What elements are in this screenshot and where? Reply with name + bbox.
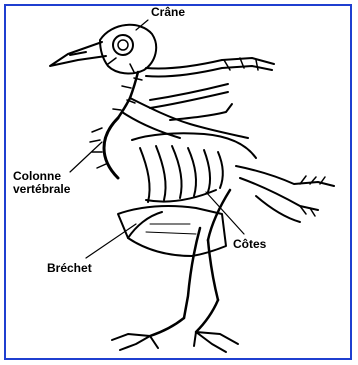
skull	[100, 25, 156, 74]
label-brechet: Bréchet	[47, 262, 92, 275]
rib-cage	[132, 133, 256, 202]
leader-lines	[70, 20, 244, 258]
beak	[50, 42, 106, 66]
leader-line-brechet	[86, 224, 136, 258]
spinal-column	[90, 118, 118, 178]
feet	[112, 332, 238, 352]
label-colonne-vertebrale: Colonne vertébrale	[13, 170, 70, 196]
neck-vertebrae	[113, 72, 142, 118]
label-crane: Crâne	[151, 6, 185, 19]
label-cotes: Côtes	[233, 238, 266, 251]
label-colonne-line2: vertébrale	[13, 183, 70, 196]
wing-bones	[146, 58, 274, 120]
pelvis-and-tail	[236, 166, 334, 222]
